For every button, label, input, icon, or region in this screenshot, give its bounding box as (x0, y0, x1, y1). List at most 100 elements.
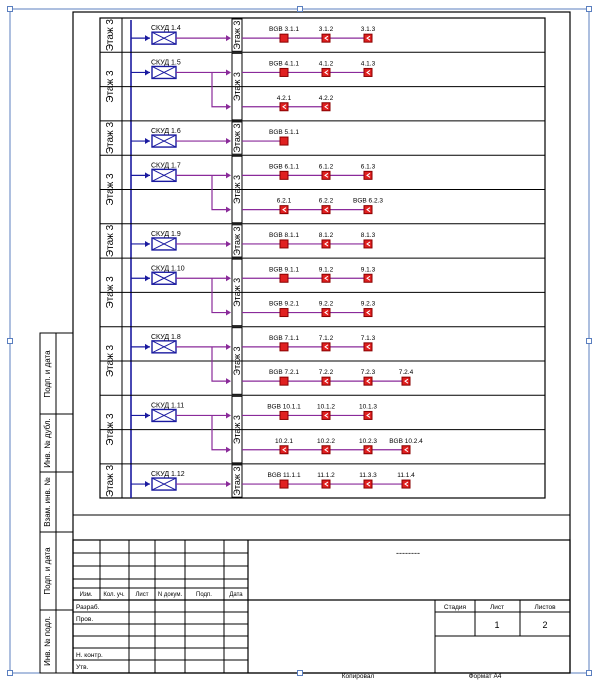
fixture-symbol (404, 447, 409, 453)
header-col: Кол. уч. (103, 592, 125, 598)
feed-arrow (145, 172, 150, 179)
fixture-symbol (282, 104, 287, 110)
resize-handle-tc[interactable] (297, 6, 303, 12)
resize-handle-bl[interactable] (7, 670, 13, 676)
fixture-label: 7.2.2 (319, 369, 334, 376)
floor-bar (231, 121, 243, 155)
fixture-symbol (324, 310, 329, 315)
branch-arrow (226, 309, 231, 316)
fixture-label: 6.1.2 (319, 163, 334, 170)
role-label: Пров. (76, 616, 93, 623)
fixture-marker (401, 479, 411, 489)
link-arrow (226, 412, 231, 419)
resize-handle-tl[interactable] (7, 6, 13, 12)
fixture-symbol (324, 70, 329, 75)
header-col: Подп. (196, 592, 212, 598)
fixture-label: BGB 6.2.3 (353, 198, 383, 205)
fixture-label: 9.2.2 (319, 301, 334, 308)
fixture-symbol (366, 481, 371, 487)
fixture-label: BGB 3.1.1 (269, 26, 299, 33)
feed-arrow (145, 275, 150, 282)
header-col: N докум. (158, 592, 183, 598)
doc-title: -------- (396, 548, 420, 558)
fixture-symbol (404, 481, 409, 487)
fixture-label: 11.3.3 (359, 472, 377, 479)
feed-arrow (145, 35, 150, 42)
link-arrow (226, 240, 231, 247)
fixture-marker (279, 273, 289, 283)
fixture-label: 9.1.2 (319, 266, 334, 273)
fixture-label: BGB 10.1.1 (267, 403, 301, 410)
feed-arrow (145, 138, 150, 145)
floor-bar-label: Этаж 3 (232, 226, 242, 255)
fixture-label: BGB 7.2.1 (269, 369, 299, 376)
fixture-marker (279, 33, 289, 43)
stamp-label: Подп. и дата (43, 350, 52, 398)
skud-unit-cross (151, 340, 177, 354)
feed-arrow (145, 240, 150, 247)
fixture-symbol (324, 207, 329, 213)
fixture-marker (363, 239, 373, 249)
fixture-label: BGB 9.1.1 (269, 266, 299, 273)
fixture-marker (321, 102, 331, 112)
copied-label: Копировал (342, 673, 375, 680)
fixture-marker (321, 33, 331, 43)
fixture-marker (321, 410, 331, 420)
resize-handle-br[interactable] (586, 670, 592, 676)
skud-unit-cross (151, 271, 177, 285)
feed-arrow (145, 343, 150, 350)
floor-bar-label: Этаж 3 (232, 124, 242, 153)
resize-handle-tr[interactable] (586, 6, 592, 12)
skud-label: СКУД 1.4 (151, 25, 181, 32)
fixture-marker (279, 170, 289, 180)
feed-arrow (145, 69, 150, 76)
link-arrow (226, 35, 231, 42)
branch-arrow (226, 378, 231, 385)
fixture-marker (363, 205, 373, 215)
fixture-marker (279, 479, 289, 489)
fixture-symbol (366, 172, 371, 178)
fixture-symbol (366, 344, 371, 350)
branch-line (211, 72, 230, 108)
resize-handle-mr[interactable] (586, 338, 592, 344)
fixture-marker (321, 205, 331, 215)
link-arrow (226, 172, 231, 179)
fixture-marker (321, 308, 331, 318)
resize-handle-bc[interactable] (297, 670, 303, 676)
branch-line (211, 278, 230, 314)
format-label: Формат А4 (469, 673, 502, 680)
fixture-label: 7.2.3 (361, 369, 376, 376)
fixture-label: BGB 7.1.1 (269, 335, 299, 342)
fixture-label: 4.2.2 (319, 95, 334, 102)
fixture-symbol (324, 413, 329, 418)
fixture-symbol (324, 104, 329, 110)
branch-line (211, 415, 230, 451)
fixture-symbol (366, 310, 371, 315)
link-arrow (226, 138, 231, 145)
fixture-label: 3.1.3 (361, 26, 376, 33)
fixture-marker (363, 273, 373, 283)
fixture-symbol (404, 378, 409, 384)
fixture-symbol (366, 378, 371, 384)
fixture-marker (363, 342, 373, 352)
fixture-symbol (366, 241, 371, 247)
fixture-symbol (324, 35, 329, 41)
skud-unit-cross (151, 409, 177, 422)
fixture-marker (401, 376, 411, 386)
skud-label: СКУД 1.6 (151, 128, 181, 135)
resize-handle-ml[interactable] (7, 338, 13, 344)
fixture-marker (321, 67, 331, 77)
fixture-label: 10.2.1 (275, 438, 293, 445)
sheets-total: 2 (542, 620, 547, 630)
branch-arrow (226, 206, 231, 213)
fixture-label: 11.1.2 (317, 472, 335, 479)
title-block: Изм. Кол. уч. Лист N докум. Подп. Дата Р… (72, 514, 571, 674)
fixture-symbol (324, 172, 329, 178)
fixture-marker (321, 445, 331, 455)
feed-arrow (145, 412, 150, 419)
fixture-marker (321, 376, 331, 386)
fixture-marker (321, 239, 331, 249)
fixture-label: 7.2.4 (399, 369, 414, 376)
link-arrow (226, 275, 231, 282)
